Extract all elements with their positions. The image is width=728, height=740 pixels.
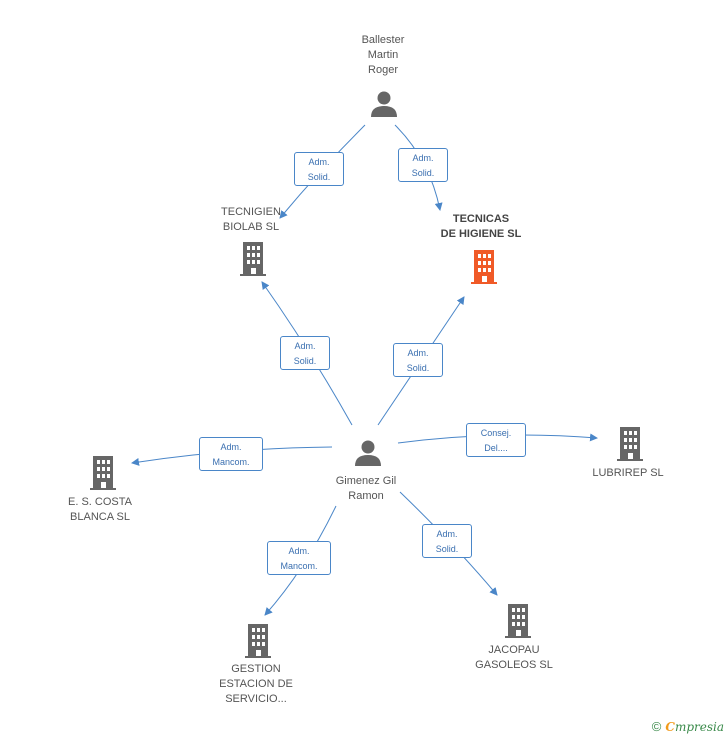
node-label-gestion[interactable]: GESTION ESTACION DE SERVICIO...	[219, 663, 293, 705]
node-label-ballester[interactable]: Ballester Martin Roger	[361, 34, 405, 76]
copyright-icon: ©	[651, 719, 662, 734]
edge-label-ballester-tecnigien[interactable]: Adm. Solid.	[294, 152, 344, 186]
brand-logo-initial: C	[665, 720, 675, 734]
node-label-gimenez[interactable]: Gimenez Gil Ramon	[335, 475, 397, 502]
node-label-lubrirep[interactable]: LUBRIREP SL	[592, 467, 664, 479]
building-icon[interactable]	[615, 427, 645, 461]
node-label-jacopau[interactable]: JACOPAU GASOLEOS SL	[475, 644, 553, 671]
building-icon[interactable]	[503, 604, 533, 638]
building-icon[interactable]	[238, 242, 268, 276]
node-label-tecnicas[interactable]: TECNICAS DE HIGIENE SL	[440, 213, 522, 240]
edge-label-gimenez-costa[interactable]: Adm. Mancom.	[199, 437, 263, 471]
person-icon[interactable]	[353, 438, 383, 468]
node-label-tecnigien[interactable]: TECNIGIEN BIOLAB SL	[221, 206, 281, 233]
brand-footer: ©Cmpresia	[652, 719, 724, 734]
edge-label-gimenez-tecnicas[interactable]: Adm. Solid.	[393, 343, 443, 377]
building-icon[interactable]	[88, 456, 118, 490]
edge-label-gimenez-tecnigien[interactable]: Adm. Solid.	[280, 336, 330, 370]
person-icon[interactable]	[369, 89, 399, 119]
edge-label-gimenez-lubrirep[interactable]: Consej. Del....	[466, 423, 526, 457]
edge-label-gimenez-jacopau[interactable]: Adm. Solid.	[422, 524, 472, 558]
node-label-costa[interactable]: E. S. COSTA BLANCA SL	[68, 496, 132, 523]
edge-label-ballester-tecnicas[interactable]: Adm. Solid.	[398, 148, 448, 182]
brand-logo-text: mpresia	[674, 720, 724, 734]
edge-label-gimenez-gestion[interactable]: Adm. Mancom.	[267, 541, 331, 575]
building-icon[interactable]	[469, 250, 499, 284]
building-icon[interactable]	[243, 624, 273, 658]
